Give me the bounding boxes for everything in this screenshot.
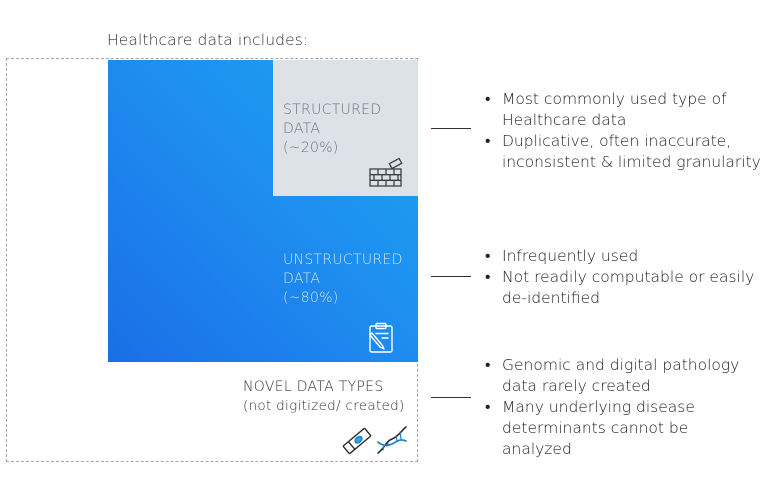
brick-wall-icon — [369, 157, 403, 187]
structured-label-line3: (~20%) — [283, 140, 339, 156]
unstructured-bullets: Infrequently used Not readily computable… — [482, 246, 762, 309]
bullet-item: Not readily computable or easily de-iden… — [482, 267, 762, 309]
structured-data-label: STRUCTURED DATA (~20%) — [283, 101, 381, 158]
unstructured-label-line2: DATA — [283, 271, 321, 287]
diagram-heading: Healthcare data includes: — [107, 31, 309, 49]
bullet-item: Duplicative, often inaccurate, inconsist… — [482, 131, 762, 173]
structured-bullets: Most commonly used type of Healthcare da… — [482, 89, 762, 173]
structured-label-line1: STRUCTURED — [283, 102, 382, 118]
structured-label-line2: DATA — [283, 121, 321, 137]
connector-unstructured — [431, 276, 471, 278]
unstructured-label-line1: UNSTRUCTURED — [283, 252, 403, 268]
connector-structured — [431, 128, 471, 130]
novel-label-line1: NOVEL DATA TYPES — [243, 379, 384, 395]
bullet-item: Infrequently used — [482, 246, 762, 267]
clipboard-pen-icon — [369, 322, 393, 353]
novel-data-label: NOVEL DATA TYPES (not digitized/ created… — [243, 378, 405, 416]
bullet-item: Genomic and digital pathology data rarel… — [482, 355, 762, 397]
bullet-item: Most commonly used type of Healthcare da… — [482, 89, 762, 131]
unstructured-label-line3: (~80%) — [283, 290, 339, 306]
novel-label-line2: (not digitized/ created) — [243, 398, 405, 414]
bullet-item: Many underlying disease determinants can… — [482, 397, 762, 460]
dna-helix-icon — [377, 426, 407, 454]
microscope-slide-icon — [342, 427, 372, 455]
novel-bullets: Genomic and digital pathology data rarel… — [482, 355, 762, 460]
connector-novel — [431, 397, 471, 399]
unstructured-data-label: UNSTRUCTURED DATA (~80%) — [283, 251, 403, 308]
